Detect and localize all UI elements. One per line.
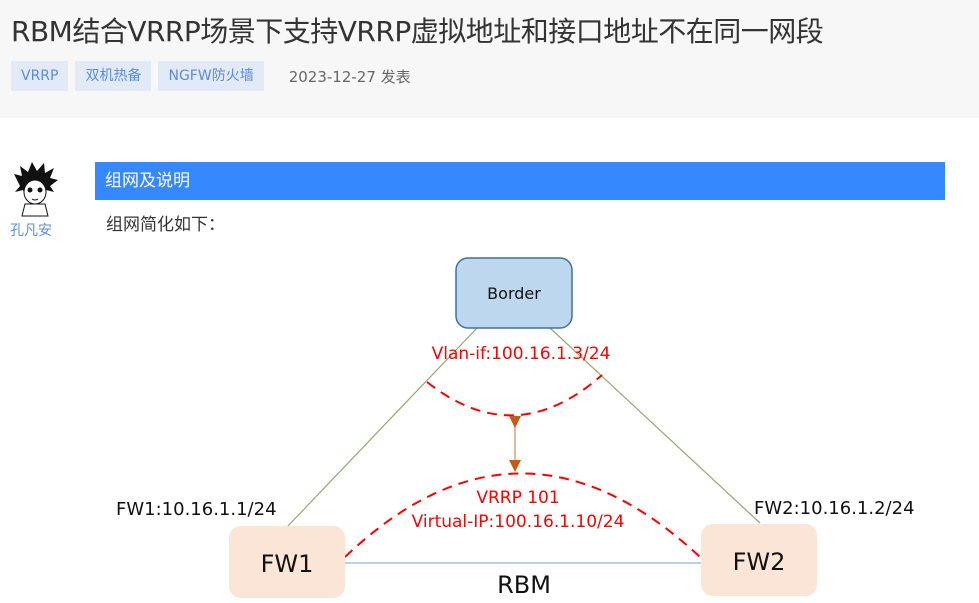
link-border-fw2 [549, 327, 761, 524]
section-heading: 组网及说明 [95, 162, 945, 200]
rbm-label: RBM [497, 571, 551, 599]
fw1-label: FW1 [261, 550, 314, 578]
link-border-fw1 [286, 327, 478, 528]
tag-vrrp[interactable]: VRRP [11, 61, 69, 91]
vrrp-id-label: VRRP 101 [476, 488, 559, 508]
fw2-label: FW2 [733, 548, 786, 576]
fw1-node [229, 526, 345, 598]
tag-ha[interactable]: 双机热备 [75, 61, 152, 91]
tag-list: VRRP 双机热备 NGFW防火墙 2023-12-27 发表 [11, 61, 411, 91]
section-intro: 组网简化如下： [106, 215, 225, 235]
article-header: RBM结合VRRP场景下支持VRRP虚拟地址和接口地址不在同一网段 VRRP 双… [0, 0, 979, 118]
vlan-if-label: Vlan-if:100.16.1.3/24 [432, 344, 611, 364]
border-label: Border [487, 284, 541, 303]
vlan-dashed-arc [426, 374, 603, 417]
fw2-address: FW2:10.16.1.2/24 [754, 498, 915, 519]
publish-date: 2023-12-27 发表 [288, 67, 411, 86]
fw1-address: FW1:10.16.1.1/24 [116, 499, 277, 520]
border-node [455, 257, 573, 329]
fw2-node [701, 524, 817, 596]
virtual-ip-label: Virtual-IP:100.16.1.10/24 [412, 512, 625, 532]
author-name[interactable]: 孔凡安 [10, 223, 52, 239]
page-title: RBM结合VRRP场景下支持VRRP虚拟地址和接口地址不在同一网段 [11, 15, 824, 48]
tag-ngfw[interactable]: NGFW防火墙 [158, 61, 264, 91]
avatar[interactable] [10, 160, 60, 220]
